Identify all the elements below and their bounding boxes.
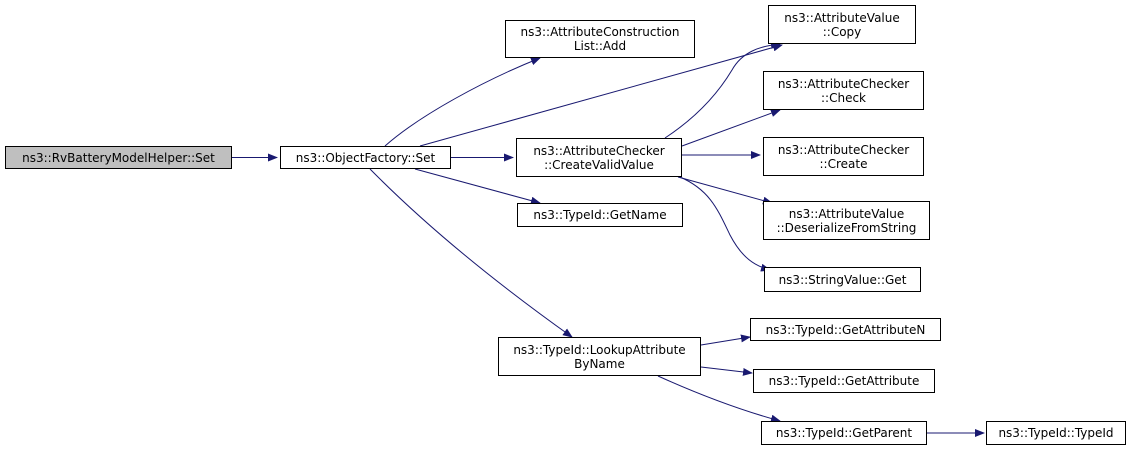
node-type-id-get-name[interactable]: ns3::TypeId::GetName (517, 203, 683, 227)
node-label-line2: ::DeserializeFromString (776, 220, 917, 235)
node-attribute-checker-create-valid-value[interactable]: ns3::AttributeChecker ::CreateValidValue (516, 138, 682, 177)
node-label: ns3::TypeId::GetAttributeN (765, 322, 926, 337)
node-label-line2: ::CreateValidValue (544, 157, 654, 172)
edge-tid-lookup-to-tid-getattrn (700, 334, 751, 346)
node-label: ns3::TypeId::GetParent (775, 426, 913, 440)
node-attribute-construction-list-add[interactable]: ns3::AttributeConstruction List::Add (505, 20, 695, 58)
node-attribute-value-copy[interactable]: ns3::AttributeValue ::Copy (768, 5, 916, 44)
node-type-id-get-attribute[interactable]: ns3::TypeId::GetAttribute (753, 369, 935, 393)
node-type-id-get-attribute-n[interactable]: ns3::TypeId::GetAttributeN (750, 318, 941, 341)
node-attribute-checker-create[interactable]: ns3::AttributeChecker ::Create (763, 137, 924, 176)
node-label: ns3::TypeId::GetName (533, 208, 667, 222)
edge-ac-cvv-to-av-copy (664, 40, 781, 139)
edge-of-set-to-tid-getname (414, 168, 541, 205)
node-type-id-type-id[interactable]: ns3::TypeId::TypeId (986, 421, 1126, 445)
edge-tid-lookup-to-tid-getattr (700, 366, 753, 376)
node-attribute-checker-check[interactable]: ns3::AttributeChecker ::Check (763, 71, 924, 110)
edge-of-set-to-tid-lookup (369, 168, 573, 338)
node-label-line1: ns3::AttributeValue (784, 10, 900, 25)
node-label-line2: ByName (574, 356, 625, 371)
node-label: ns3::TypeId::TypeId (998, 426, 1114, 440)
node-rv-battery-model-helper-set: ns3::RvBatteryModelHelper::Set (5, 146, 232, 169)
node-label-line1: ns3::AttributeValue (788, 206, 905, 221)
node-label-line2: ::Check (821, 90, 866, 105)
node-label-line1: ns3::TypeId::LookupAttribute (513, 342, 686, 357)
node-label-line2: ::Copy (822, 24, 862, 39)
edge-ac-cvv-to-sv-get (679, 176, 771, 272)
node-label-line2: List::Add (573, 39, 627, 53)
edge-tid-lookup-to-tid-getparent (657, 375, 781, 423)
node-label-line2: ::Create (819, 156, 868, 171)
edge-of-set-to-av-copy (419, 43, 783, 147)
edge-ac-cvv-to-av-dfs (677, 176, 773, 205)
edge-ac-cvv-to-ac-check (681, 109, 781, 147)
edge-of-set-to-acl-add (384, 57, 541, 147)
node-label-line1: ns3::AttributeChecker (533, 143, 665, 158)
node-label: ns3::TypeId::GetAttribute (768, 374, 920, 388)
node-label: ns3::RvBatteryModelHelper::Set (22, 150, 215, 165)
node-object-factory-set[interactable]: ns3::ObjectFactory::Set (280, 146, 451, 169)
node-type-id-lookup-attribute-by-name[interactable]: ns3::TypeId::LookupAttribute ByName (498, 337, 701, 376)
node-label: ns3::StringValue::Get (778, 272, 907, 287)
node-label-line1: ns3::AttributeConstruction (520, 25, 680, 39)
node-label: ns3::ObjectFactory::Set (295, 150, 436, 165)
node-type-id-get-parent[interactable]: ns3::TypeId::GetParent (761, 421, 927, 445)
node-label-line1: ns3::AttributeChecker (777, 76, 910, 91)
node-label-line1: ns3::AttributeChecker (777, 142, 910, 157)
node-attribute-value-deserialize-from-string[interactable]: ns3::AttributeValue ::DeserializeFromStr… (763, 201, 930, 240)
node-string-value-get[interactable]: ns3::StringValue::Get (764, 267, 921, 292)
